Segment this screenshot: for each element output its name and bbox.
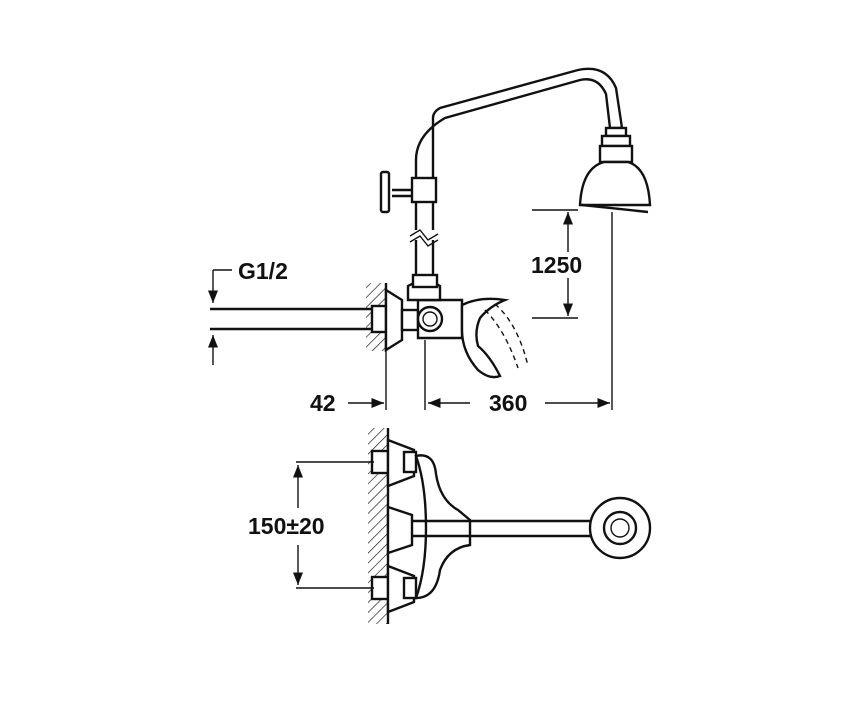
inlet-spacing-label: 150±20	[248, 513, 325, 539]
center-flange	[386, 505, 414, 555]
inlet-pipe	[210, 304, 388, 334]
lever-swing-dashed	[484, 309, 519, 369]
wall-offset-label: 42	[310, 390, 336, 416]
mixer-body	[406, 273, 464, 340]
shower-head	[578, 126, 652, 214]
lower-inlet	[370, 564, 418, 614]
spout-reach-label: 360	[489, 390, 527, 416]
riser-pipe	[409, 200, 439, 276]
wall-rosette	[384, 287, 404, 353]
upper-inlet	[370, 438, 418, 488]
side-dimension-lines	[207, 209, 613, 410]
side-view	[210, 67, 652, 379]
shower-height-label: 1250	[531, 252, 582, 278]
eccentric-nut	[400, 308, 420, 332]
lever-handle	[460, 297, 510, 379]
thread-size-label: G1/2	[238, 258, 288, 284]
shower-arm	[414, 67, 624, 178]
shower-head-top	[588, 496, 652, 560]
mixer-body-top	[414, 454, 472, 600]
wall-bracket	[379, 170, 438, 214]
top-dimension-lines	[292, 461, 374, 589]
top-view	[368, 428, 652, 624]
break-mark	[409, 229, 439, 241]
